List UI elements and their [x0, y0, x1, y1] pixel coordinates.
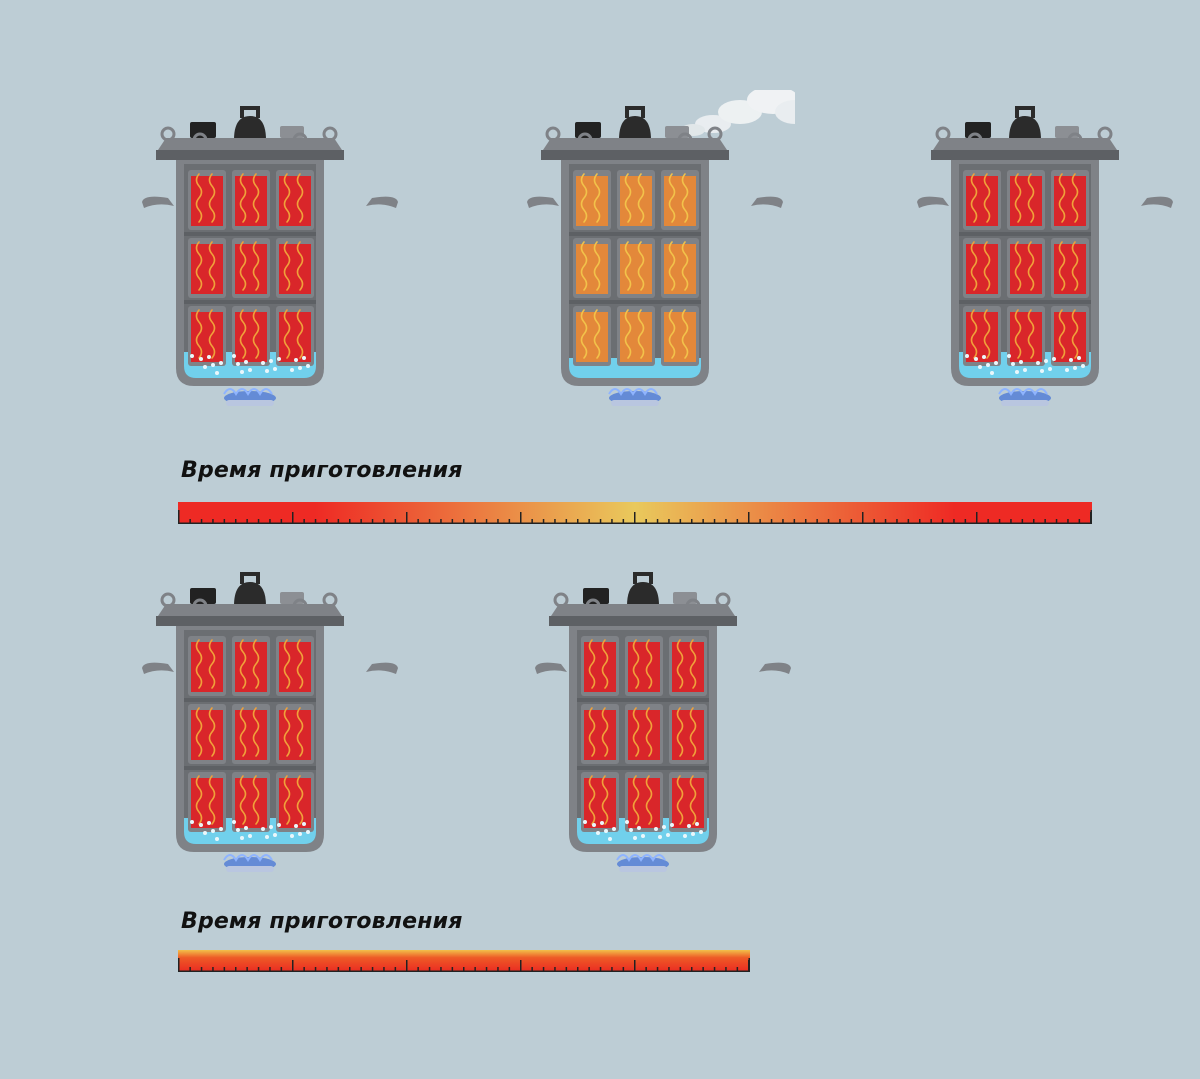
cooking-time-bar-2	[178, 950, 750, 972]
canner-illustration	[527, 90, 795, 406]
time-scale-ruler	[178, 950, 750, 972]
steam-cloud	[681, 90, 795, 136]
canner-illustration	[535, 572, 791, 872]
timeline-label-1: Время приготовления	[181, 458, 463, 483]
pressure-canner-1	[130, 90, 410, 430]
timeline-label-2: Время приготовления	[181, 909, 463, 934]
cooking-time-bar-1	[178, 502, 1092, 524]
pressure-canner-3	[905, 90, 1185, 430]
pressure-canner-4	[130, 556, 410, 896]
pressure-canner-2	[515, 90, 795, 430]
canner-illustration	[142, 106, 398, 406]
pressure-canner-5	[523, 556, 803, 896]
canner-illustration	[142, 572, 398, 872]
canner-illustration	[917, 106, 1173, 406]
time-scale-ruler	[178, 502, 1092, 524]
